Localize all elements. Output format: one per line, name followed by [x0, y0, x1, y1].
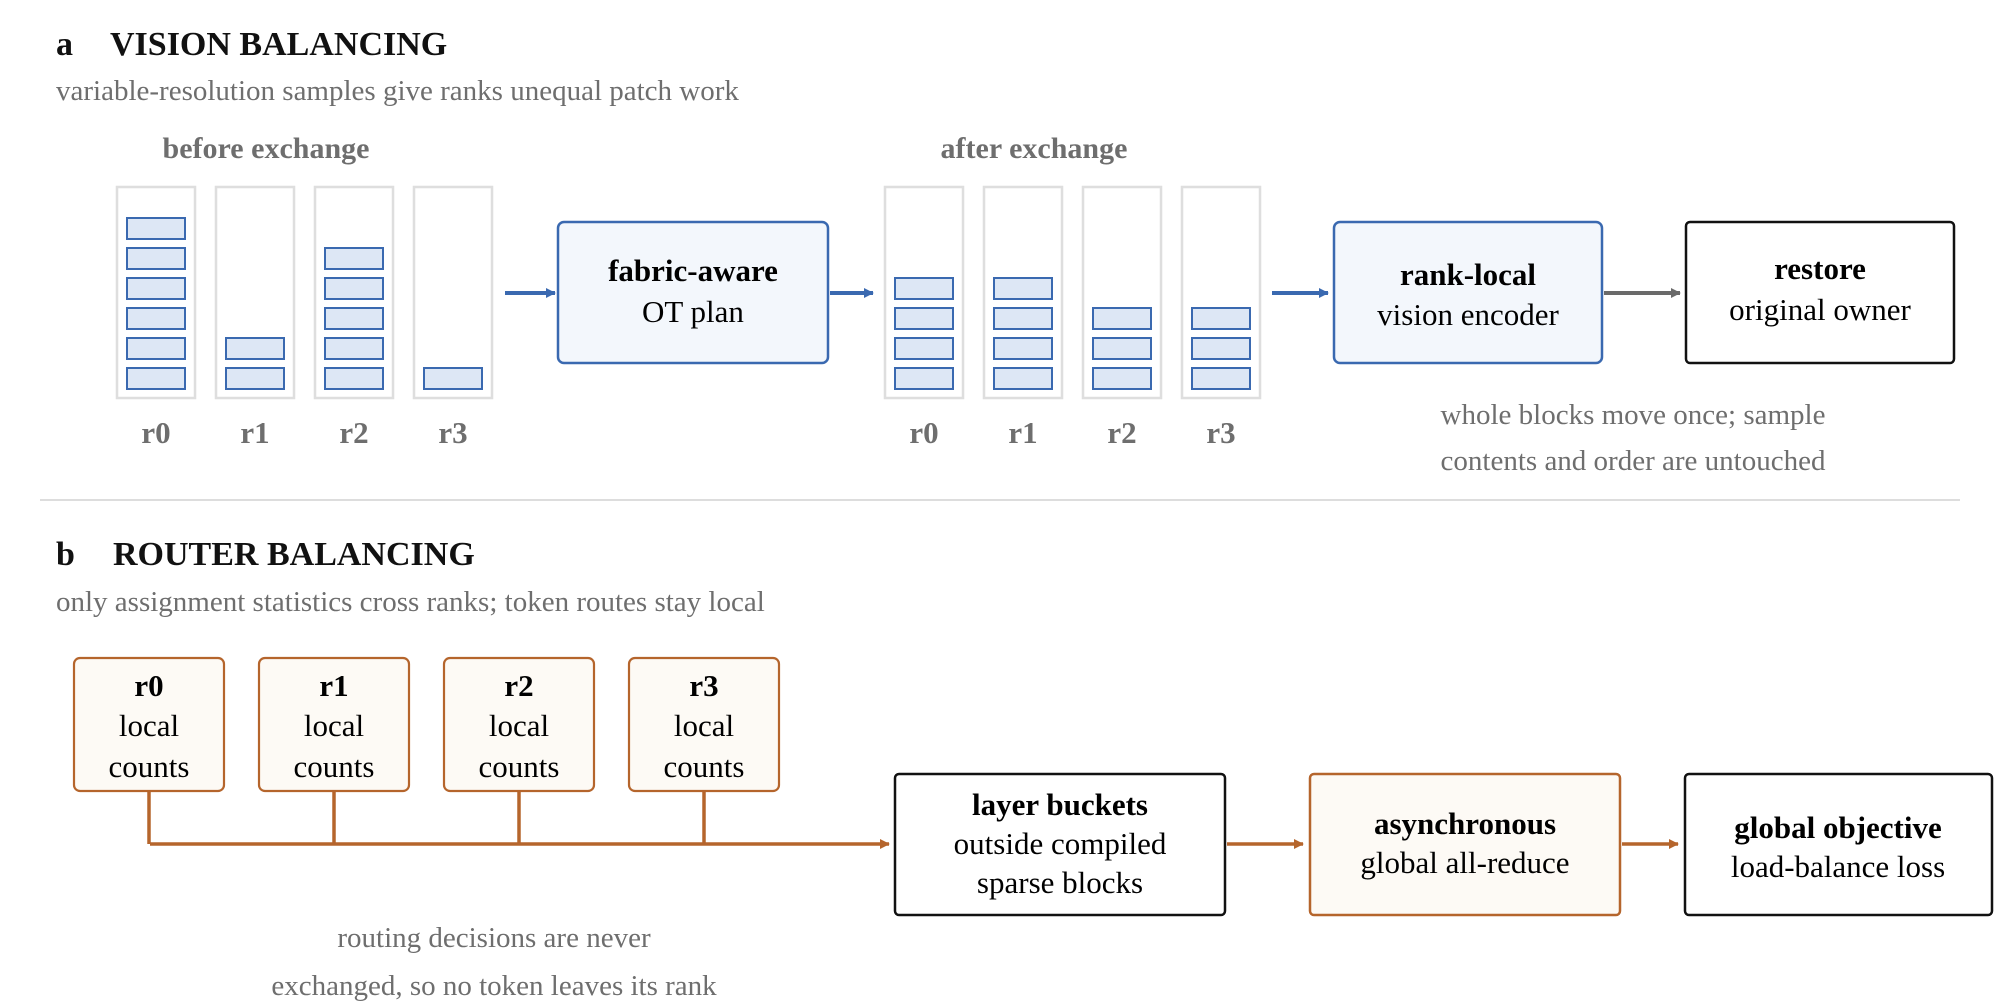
- ot-plan-title: fabric-aware: [608, 253, 778, 288]
- after-patch-block: [1092, 337, 1152, 360]
- objective-title: global objective: [1734, 810, 1942, 845]
- after-patch-block: [1191, 337, 1251, 360]
- rank-count-line2: counts: [294, 749, 375, 784]
- after-exchange-label: after exchange: [941, 132, 1128, 165]
- after-rank-label: r0: [909, 415, 938, 450]
- before-patch-block: [324, 367, 384, 390]
- before-patch-block: [126, 337, 186, 360]
- panel-a-title: VISION BALANCING: [110, 26, 447, 63]
- buckets-line3: sparse blocks: [977, 865, 1143, 900]
- panel-a-subtitle: variable-resolution samples give ranks u…: [56, 75, 739, 107]
- before-patch-block: [225, 367, 285, 390]
- objective-subtitle: load-balance loss: [1731, 849, 1945, 884]
- before-rank-label: r0: [141, 415, 170, 450]
- restore-title: restore: [1774, 251, 1866, 286]
- rank-count-line1: local: [489, 708, 549, 743]
- before-patch-block: [126, 307, 186, 330]
- after-patch-block: [1191, 307, 1251, 330]
- rank-count-box-r2: r2 local counts: [442, 656, 596, 793]
- before-patch-block: [126, 367, 186, 390]
- layer-buckets-box: layer buckets outside compiled sparse bl…: [893, 772, 1227, 917]
- ot-plan-subtitle: OT plan: [642, 294, 744, 329]
- buckets-title: layer buckets: [972, 787, 1148, 822]
- before-patch-block: [324, 247, 384, 270]
- after-patch-block: [993, 277, 1053, 300]
- after-rank-label: r2: [1107, 415, 1136, 450]
- ot-plan-box: fabric-aware OT plan: [556, 220, 830, 365]
- before-patch-block: [126, 247, 186, 270]
- panel-b-note-line2: exchanged, so no token leaves its rank: [271, 970, 717, 1002]
- after-patch-block: [993, 337, 1053, 360]
- before-patch-block: [126, 217, 186, 240]
- after-patch-block: [993, 307, 1053, 330]
- after-patch-block: [894, 307, 954, 330]
- rank-count-boxes: r0localcountsr1localcountsr2localcountsr…: [72, 656, 781, 844]
- panel-b-title: ROUTER BALANCING: [113, 536, 475, 573]
- after-rank-label: r3: [1206, 415, 1235, 450]
- panel-a-note-line1: whole blocks move once; sample: [1441, 399, 1826, 431]
- buckets-line2: outside compiled: [954, 826, 1167, 861]
- after-column-r3: [1180, 185, 1262, 400]
- after-exchange-ranks: r0 r1 r2 r3: [883, 185, 1262, 450]
- panel-a-note-line2: contents and order are untouched: [1441, 445, 1826, 477]
- before-exchange-label: before exchange: [163, 132, 370, 165]
- before-patch-block: [324, 337, 384, 360]
- after-patch-block: [1191, 367, 1251, 390]
- before-column-r3: [412, 185, 494, 400]
- panel-a-letter: a: [56, 26, 73, 63]
- restore-box: restore original owner: [1684, 220, 1956, 365]
- rank-count-name: r3: [689, 668, 718, 703]
- rank-count-box-r3: r3 local counts: [627, 656, 781, 793]
- before-exchange-ranks: r0 r1 r2 r3: [115, 185, 494, 450]
- after-patch-block: [1092, 367, 1152, 390]
- panel-b-subtitle: only assignment statistics cross ranks; …: [56, 586, 765, 618]
- before-patch-block: [423, 367, 483, 390]
- before-patch-block: [324, 277, 384, 300]
- rank-count-line1: local: [119, 708, 179, 743]
- before-rank-label: r2: [339, 415, 368, 450]
- after-patch-block: [993, 367, 1053, 390]
- rank-count-name: r2: [504, 668, 533, 703]
- after-patch-block: [894, 337, 954, 360]
- panel-b-letter: b: [56, 536, 75, 573]
- rank-count-name: r1: [319, 668, 348, 703]
- before-rank-label: r1: [240, 415, 269, 450]
- rank-count-line1: local: [674, 708, 734, 743]
- rank-count-box-r0: r0 local counts: [72, 656, 226, 793]
- rank-count-box-r1: r1 local counts: [257, 656, 411, 793]
- rank-count-line2: counts: [109, 749, 190, 784]
- rank-count-name: r0: [134, 668, 163, 703]
- all-reduce-box: asynchronous global all-reduce: [1308, 772, 1622, 917]
- after-patch-block: [1092, 307, 1152, 330]
- before-patch-block: [126, 277, 186, 300]
- allreduce-title: asynchronous: [1374, 806, 1556, 841]
- rank-count-line1: local: [304, 708, 364, 743]
- before-rank-label: r3: [438, 415, 467, 450]
- rank-count-line2: counts: [479, 749, 560, 784]
- vision-encoder-box: rank-local vision encoder: [1332, 220, 1604, 365]
- before-patch-block: [324, 307, 384, 330]
- after-patch-block: [894, 277, 954, 300]
- global-objective-box: global objective load-balance loss: [1683, 772, 1994, 917]
- rank-count-line2: counts: [664, 749, 745, 784]
- encoder-subtitle: vision encoder: [1377, 297, 1559, 332]
- before-column-r1: [214, 185, 296, 400]
- restore-subtitle: original owner: [1729, 292, 1911, 327]
- panel-b-note-line1: routing decisions are never: [337, 922, 651, 954]
- before-patch-block: [225, 337, 285, 360]
- after-rank-label: r1: [1008, 415, 1037, 450]
- allreduce-subtitle: global all-reduce: [1360, 845, 1569, 880]
- after-patch-block: [894, 367, 954, 390]
- after-column-r2: [1081, 185, 1163, 400]
- encoder-title: rank-local: [1400, 257, 1536, 292]
